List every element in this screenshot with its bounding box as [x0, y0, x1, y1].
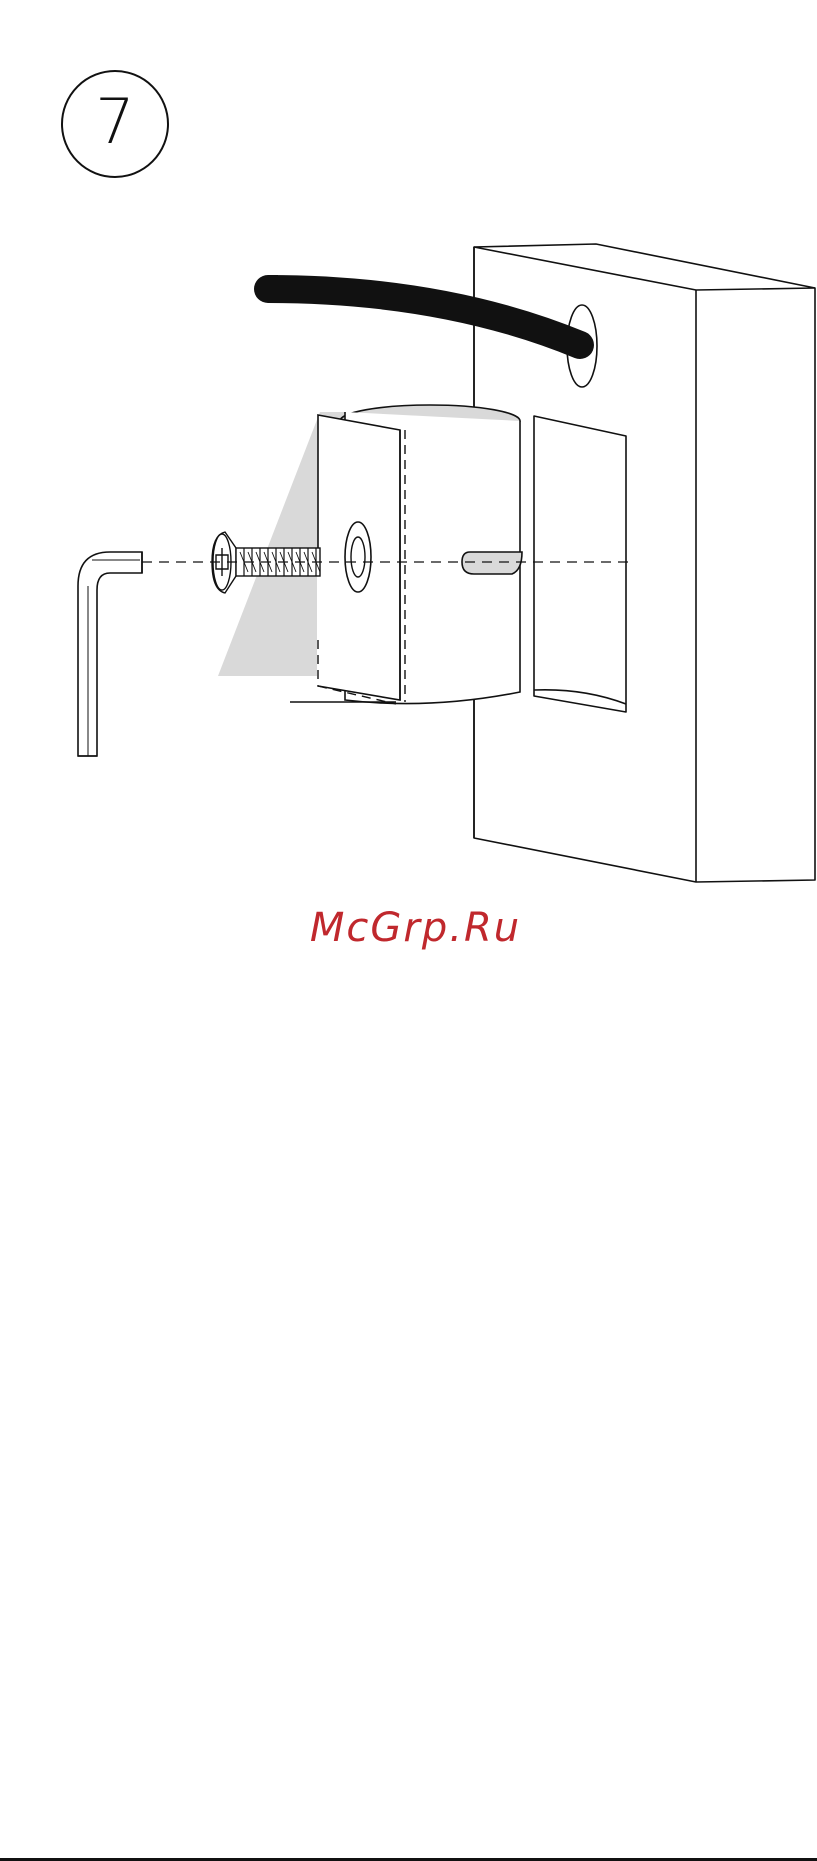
hex-key-icon	[78, 552, 142, 756]
assembly-illustration	[0, 0, 817, 900]
watermark-text: McGrp.Ru	[0, 905, 817, 951]
